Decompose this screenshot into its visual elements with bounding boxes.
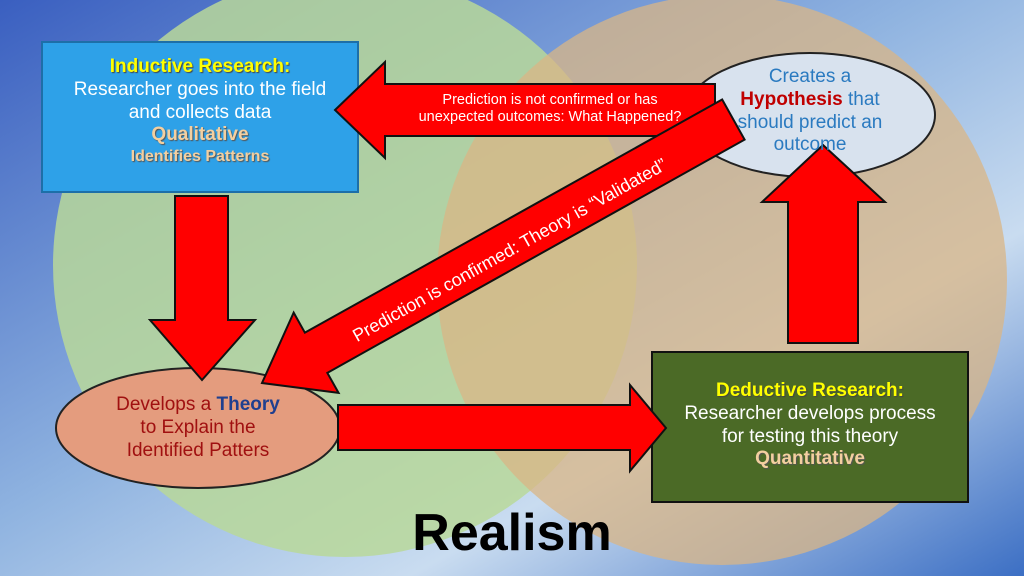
deductive-heading: Deductive Research: — [716, 380, 904, 401]
inductive-box — [41, 41, 359, 193]
inductive-text: Inductive Research: Researcher goes into… — [42, 56, 358, 166]
deductive-line2: for testing this theory — [721, 425, 899, 447]
hypothesis-post: that — [848, 88, 880, 110]
deductive-type: Quantitative — [755, 448, 865, 470]
arrow-up-to-hypothesis — [759, 143, 888, 344]
hypothesis-line3: should predict an — [737, 111, 883, 133]
inductive-type: Qualitative — [151, 124, 249, 146]
not-confirmed-line2: unexpected outcomes: What Happened? — [418, 109, 682, 126]
hypothesis-line1: Creates a — [768, 66, 852, 87]
not-confirmed-label: Prediction is not confirmed or has unexp… — [390, 92, 710, 127]
arrow-confirmed — [260, 98, 746, 395]
hypothesis-keyword: Hypothesis — [740, 88, 843, 110]
theory-line2: to Explain the — [140, 416, 256, 438]
page-title: Realism — [412, 504, 612, 562]
deductive-line1: Researcher develops process — [684, 402, 936, 424]
not-confirmed-line1: Prediction is not confirmed or has — [442, 92, 658, 108]
inductive-line1: Researcher goes into the field — [73, 78, 327, 100]
inductive-note: Identifies Patterns — [130, 148, 270, 166]
inductive-line2: and collects data — [128, 101, 272, 123]
inductive-heading: Inductive Research: — [109, 56, 291, 77]
hypothesis-text: Creates a Hypothesis that should predict… — [690, 66, 930, 157]
arrow-down-to-theory — [147, 195, 258, 382]
deductive-text: Deductive Research: Researcher develops … — [652, 380, 968, 471]
theory-keyword: Theory — [216, 394, 280, 415]
arrow-right-to-deductive — [337, 382, 668, 474]
theory-pre: Develops a — [116, 394, 212, 415]
hypothesis-line4: outcome — [773, 134, 847, 156]
theory-text: Develops a Theory to Explain the Identif… — [70, 394, 326, 462]
theory-line3: Identified Patters — [126, 439, 270, 461]
